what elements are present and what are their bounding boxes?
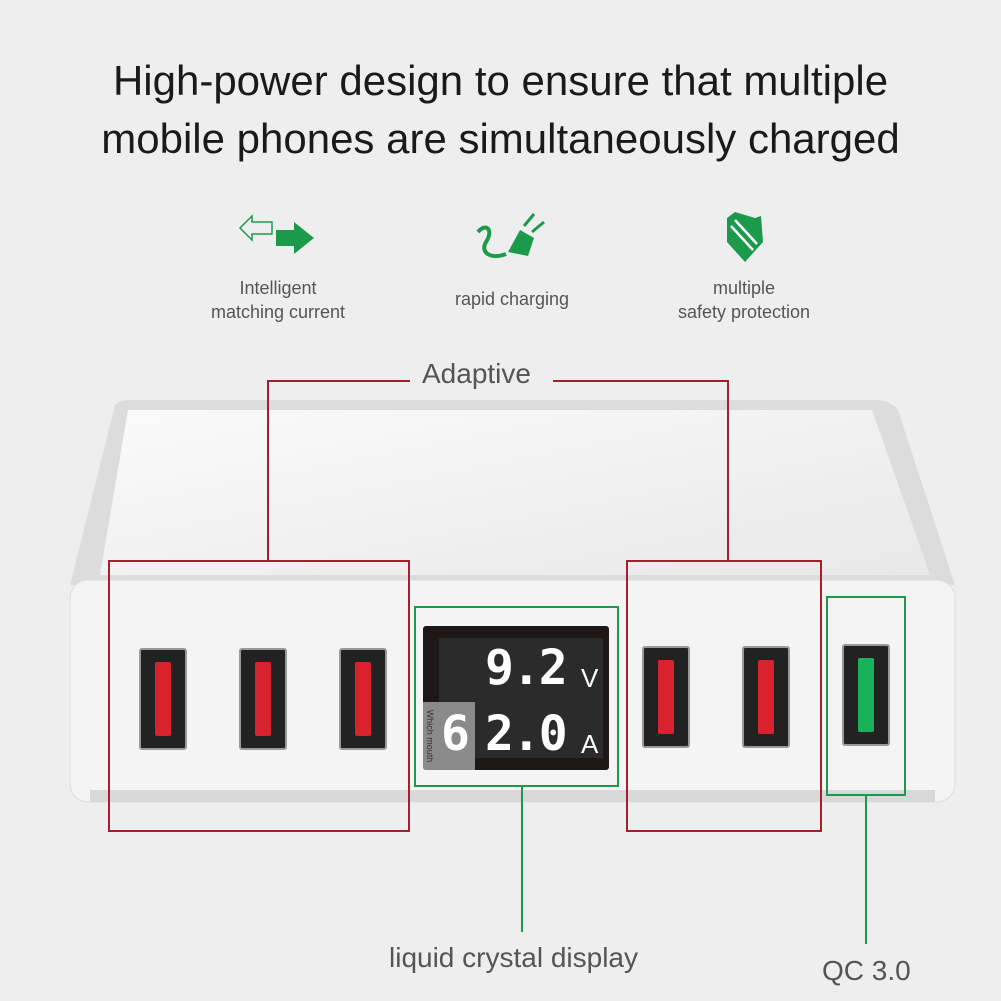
feature-line: matching current [210, 302, 346, 322]
feature-rapid-charging: rapid charging [392, 287, 632, 311]
feature-intelligent-current: Intelligent matching current [158, 276, 398, 324]
headline-line-2: mobile phones are simultaneously charged [101, 115, 900, 162]
lcd-display: 9.2 V Which mouth 6 2.0 A [423, 626, 609, 770]
usb-port [742, 646, 790, 748]
callout-line [553, 380, 729, 382]
lcd-label: liquid crystal display [389, 942, 638, 973]
shield-icon [705, 208, 785, 268]
adaptive-label: Adaptive [422, 358, 531, 389]
plug-icon [472, 208, 552, 268]
usb-port [339, 648, 387, 750]
feature-line: rapid charging [454, 289, 570, 309]
qc-usb-port [842, 644, 890, 746]
headline: High-power design to ensure that multipl… [0, 52, 1001, 168]
feature-line: multiple [712, 278, 776, 298]
adaptive-box-right [626, 560, 822, 832]
arrows-exchange-icon [238, 208, 318, 268]
port-number: 6 [441, 706, 470, 762]
usb-port [239, 648, 287, 750]
qc-callout-box [826, 596, 906, 796]
callout-line [521, 785, 523, 932]
current-value: 2.0 [485, 706, 568, 762]
adaptive-box-left [108, 560, 410, 832]
voltage-unit: V [581, 663, 599, 693]
callout-line [267, 380, 269, 560]
voltage-value: 9.2 [485, 640, 568, 696]
callout-line [865, 794, 867, 944]
feature-safety: multiple safety protection [624, 276, 864, 324]
usb-port [642, 646, 690, 748]
callout-line [727, 380, 729, 560]
feature-line: safety protection [677, 302, 811, 322]
qc-label: QC 3.0 [822, 955, 911, 986]
charger-device [60, 395, 965, 815]
feature-line: Intelligent [239, 278, 317, 298]
lcd-callout-box [414, 606, 619, 787]
usb-port [139, 648, 187, 750]
headline-line-1: High-power design to ensure that multipl… [112, 57, 889, 104]
current-unit: A [581, 729, 599, 759]
callout-line [267, 380, 410, 382]
